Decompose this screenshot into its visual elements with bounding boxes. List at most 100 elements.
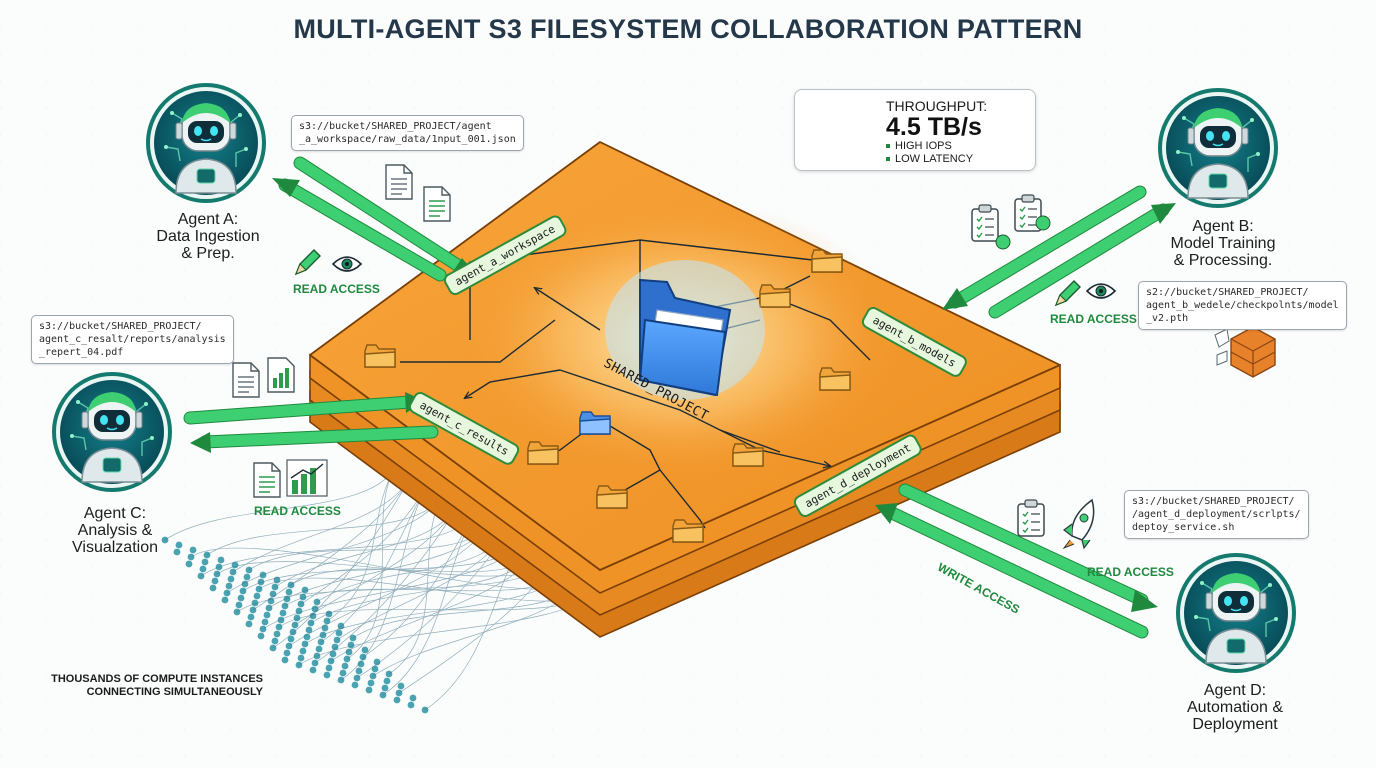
compute-node xyxy=(257,578,265,586)
throughput-value: 4.5 TB/s xyxy=(886,113,982,141)
compute-node xyxy=(243,573,251,581)
compute-node xyxy=(251,599,259,607)
agent-d-read-access-label: READ ACCESS xyxy=(1087,565,1174,579)
pencil-icon xyxy=(295,249,321,275)
compute-node xyxy=(235,601,243,609)
compute-node xyxy=(201,558,209,566)
compute-node xyxy=(225,582,233,590)
compute-node xyxy=(175,541,183,549)
compute-node xyxy=(309,666,317,674)
agent-c-access-label: READ ACCESS xyxy=(254,504,341,518)
compute-node xyxy=(199,565,207,573)
check-badge-icon xyxy=(1035,215,1051,231)
check-badge-icon xyxy=(995,234,1011,250)
compute-node xyxy=(299,647,307,655)
agent-a-s3-path: s3://bucket/SHARED_PROJECT/agent_a_works… xyxy=(291,115,524,151)
agent-a-label: Agent A:Data Ingestion& Prep. xyxy=(156,211,260,262)
agent-a-robot-icon xyxy=(146,83,266,203)
compute-node xyxy=(281,656,289,664)
compute-node xyxy=(245,620,253,628)
compute-node xyxy=(381,684,389,692)
compute-node xyxy=(257,632,265,640)
compute-node xyxy=(331,643,339,651)
compute-connection-wire xyxy=(388,494,444,675)
compute-node xyxy=(371,665,379,673)
agent-a-access-label: READ ACCESS xyxy=(293,282,380,296)
compute-connection-wire xyxy=(232,476,412,573)
document-icon xyxy=(253,462,281,498)
compute-connection-wire xyxy=(272,476,412,649)
compute-node xyxy=(173,548,181,556)
agent-c-robot-icon xyxy=(52,372,172,492)
compute-node xyxy=(361,646,369,654)
compute-node xyxy=(295,607,303,615)
compute-node xyxy=(211,577,219,585)
compute-node xyxy=(283,649,291,657)
agent-b-robot-icon xyxy=(1158,88,1278,208)
compute-node xyxy=(289,628,297,636)
compute-node xyxy=(285,588,293,596)
compute-node xyxy=(365,686,373,694)
compute-node xyxy=(341,662,349,670)
eye-icon xyxy=(1086,283,1116,299)
compute-node xyxy=(409,694,417,702)
document-icon xyxy=(385,164,413,200)
bar-chart-icon xyxy=(286,459,328,497)
agent-b-access-label: READ ACCESS xyxy=(1050,312,1137,326)
checklist-icon xyxy=(971,204,999,242)
throughput-card: THROUGHPUT: 4.5 TB/s HIGH IOPS LOW LATEN… xyxy=(794,89,1036,171)
agent-d-robot-icon xyxy=(1176,553,1296,673)
compute-node xyxy=(325,610,333,618)
access-arrows xyxy=(183,156,1170,639)
eye-icon xyxy=(332,256,362,272)
perf-bullet: HIGH IOPS xyxy=(886,140,952,152)
compute-node xyxy=(273,630,281,638)
compute-connection-wire xyxy=(320,485,428,643)
compute-node xyxy=(393,696,401,704)
pencil-icon xyxy=(1055,280,1081,306)
agent-b-label: Agent B:Model Training& Processing. xyxy=(1170,218,1276,269)
compute-node xyxy=(189,546,197,554)
document-icon xyxy=(423,186,451,222)
compute-node xyxy=(329,650,337,658)
compute-connection-wire xyxy=(206,494,444,556)
agent-d-label: Agent D:Automation &Deployment xyxy=(1186,682,1284,733)
compute-node xyxy=(209,584,217,592)
compute-node xyxy=(383,677,391,685)
compute-node xyxy=(279,609,287,617)
storage-cube-icon xyxy=(1214,326,1276,378)
compute-connection-wire xyxy=(326,467,396,622)
compute-connection-wire xyxy=(346,467,396,660)
compute-node xyxy=(261,618,269,626)
agent-b-s3-path: s2://bucket/SHARED_PROJECT/agent_b_wedel… xyxy=(1138,281,1347,330)
compute-node xyxy=(247,613,255,621)
compute-connection-wire xyxy=(226,494,444,594)
document-icon xyxy=(232,362,260,398)
bar-chart-icon xyxy=(267,357,295,393)
compute-node xyxy=(271,637,279,645)
compute-node xyxy=(263,611,271,619)
compute-node xyxy=(397,682,405,690)
compute-node xyxy=(367,679,375,687)
agent-d-s3-path: s3://bucket/SHARED_PROJECT//agent_d_depl… xyxy=(1124,490,1309,539)
diagram-title: MULTI-AGENT S3 FILESYSTEM COLLABORATION … xyxy=(293,14,1083,44)
compute-node xyxy=(305,626,313,634)
shared-project-folder-icon xyxy=(605,260,765,400)
checklist-icon xyxy=(1017,499,1045,537)
compute-node xyxy=(335,629,343,637)
compute-node xyxy=(303,633,311,641)
compute-node xyxy=(237,594,245,602)
compute-node xyxy=(339,669,347,677)
folder-icon xyxy=(364,249,851,543)
compute-connection-wire xyxy=(340,485,428,681)
compute-node xyxy=(217,556,225,564)
compute-node xyxy=(277,616,285,624)
agent-c-s3-path: s3://bucket/SHARED_PROJECT/agent_c_resal… xyxy=(31,315,234,364)
rocket-icon xyxy=(1062,498,1095,550)
compute-node xyxy=(351,681,359,689)
compute-node xyxy=(345,648,353,656)
perf-bullet: LOW LATENCY xyxy=(886,153,973,165)
